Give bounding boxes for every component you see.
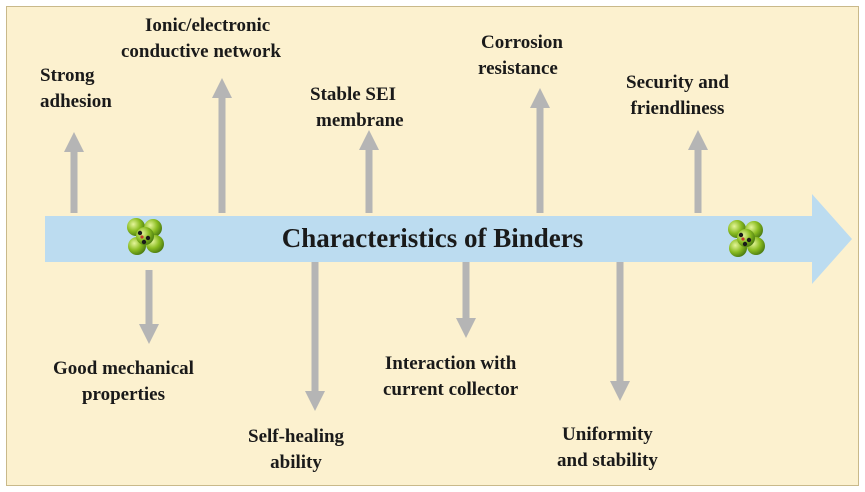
branch-arrow-self-healing bbox=[305, 260, 325, 411]
main-timeline-arrow bbox=[45, 194, 852, 284]
branch-arrow-uniformity-stability bbox=[610, 260, 630, 401]
branch-arrow-security-friendliness bbox=[688, 130, 708, 213]
branch-arrow-corrosion-resistance bbox=[530, 88, 550, 213]
branch-arrow-stable-sei bbox=[359, 130, 379, 213]
branch-arrow-conductive-network bbox=[212, 78, 232, 213]
branch-arrow-current-collector bbox=[456, 260, 476, 338]
diagram-title: Characteristics of Binders bbox=[281, 223, 584, 253]
branch-arrow-strong-adhesion bbox=[64, 132, 84, 213]
branch-arrow-mechanical-properties bbox=[139, 270, 159, 344]
